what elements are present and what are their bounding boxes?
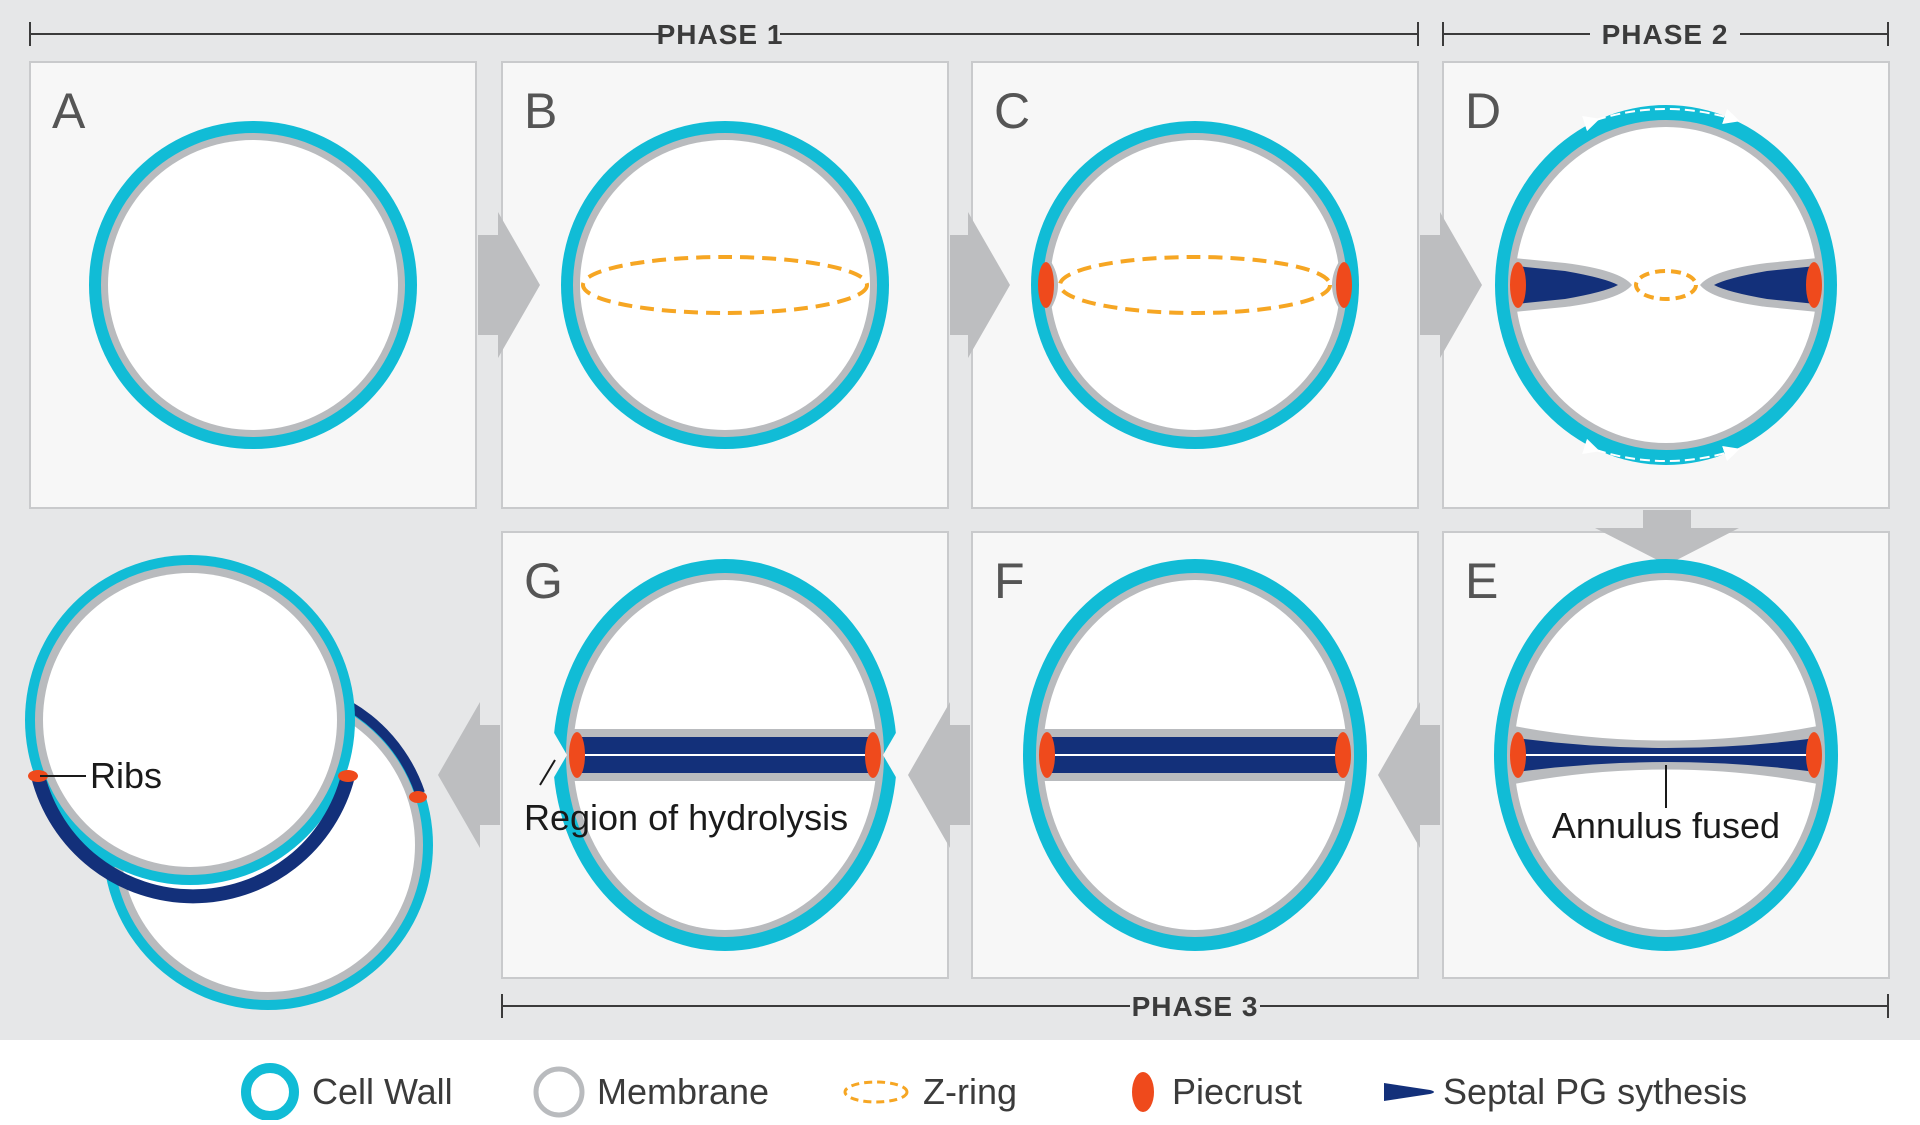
panel-c-piecrust-right [1336, 262, 1352, 308]
panel-d-septal-pg-left [1516, 266, 1618, 304]
panel-label-e: E [1465, 553, 1498, 609]
panel-d-growth-arrow-bottom [1582, 438, 1740, 462]
panel-a-cell [89, 121, 417, 449]
daughter-top-septal-wall [31, 774, 355, 904]
panel-b-cell [561, 121, 889, 449]
panel-label-d: D [1465, 83, 1501, 139]
panel-d-piecrust-right [1806, 262, 1822, 308]
panel-label-a: A [52, 83, 86, 139]
phase-2-bracket [1442, 22, 1889, 46]
panel-g-hydrolysis-notch-left [553, 731, 567, 779]
flow-arrow-b-c [950, 212, 1010, 358]
flow-arrow-e-f [1378, 702, 1440, 848]
panel-g-piecrust-right [865, 732, 881, 778]
panel-d-z-ring [1634, 269, 1698, 301]
flow-arrow-g-split [438, 702, 500, 848]
piecrust-icon [1132, 1072, 1154, 1112]
flow-arrow-a-b [478, 212, 540, 358]
ribs-label: Ribs [90, 755, 162, 796]
panel-d-growth-arrow-top [1582, 108, 1740, 132]
panel-f-piecrust-left [1039, 732, 1055, 778]
legend-background [0, 1040, 1920, 1120]
panel-label-b: B [524, 83, 557, 139]
panel-label-f: F [994, 553, 1025, 609]
panel-b-z-ring [581, 255, 869, 315]
daughter-top-rib-marker-right [338, 770, 358, 782]
legend-z-ring: Z-ring [843, 1071, 1017, 1112]
panel-d-septal-pg-right [1714, 266, 1816, 304]
phase-3-label: PHASE 3 [1132, 991, 1259, 1022]
legend-piecrust: Piecrust [1132, 1071, 1302, 1112]
daughter-top-rib-marker-left [28, 770, 48, 782]
panel-e-piecrust-right [1806, 732, 1822, 778]
legend-septal-pg-label: Septal PG sythesis [1443, 1071, 1747, 1112]
phase-3-bracket [501, 994, 1889, 1018]
legend-cell-wall-label: Cell Wall [312, 1071, 453, 1112]
panel-c-piecrust-left [1038, 262, 1054, 308]
panel-f-piecrust-right [1335, 732, 1351, 778]
panel-d-cell [1495, 105, 1837, 465]
panel-label-g: G [524, 553, 563, 609]
z-ring-icon [843, 1080, 909, 1104]
panel-d-piecrust-left [1510, 262, 1526, 308]
legend-membrane: Membrane [533, 1066, 769, 1118]
phase-1-bracket [29, 22, 1419, 46]
panel-c-cell [1031, 121, 1359, 449]
phase-2-label: PHASE 2 [1602, 19, 1729, 50]
septal-pg-icon [1384, 1083, 1434, 1101]
legend-cell-wall: Cell Wall [241, 1063, 453, 1121]
region-of-hydrolysis-pointer [539, 759, 556, 786]
flow-arrow-f-g [908, 702, 970, 848]
phase-1-label: PHASE 1 [657, 19, 784, 50]
panel-g-piecrust-left [569, 732, 585, 778]
flow-arrow-c-d [1420, 212, 1482, 358]
membrane-icon [533, 1066, 585, 1118]
annulus-fused-label: Annulus fused [1552, 805, 1780, 846]
legend-membrane-label: Membrane [597, 1071, 769, 1112]
legend-z-ring-label: Z-ring [923, 1071, 1017, 1112]
legend-septal-pg: Septal PG sythesis [1384, 1071, 1747, 1112]
panel-g-hydrolysis-notch-right [883, 731, 897, 779]
cell-wall-icon [241, 1063, 299, 1121]
flow-arrow-d-e [1595, 510, 1739, 565]
daughter-cell-top [25, 555, 355, 885]
daughter-bottom-rib-marker [409, 791, 427, 803]
region-of-hydrolysis-label: Region of hydrolysis [524, 797, 848, 838]
panel-e-piecrust-left [1510, 732, 1526, 778]
panel-c-z-ring [1058, 255, 1332, 315]
legend-piecrust-label: Piecrust [1172, 1071, 1302, 1112]
panel-label-c: C [994, 83, 1030, 139]
